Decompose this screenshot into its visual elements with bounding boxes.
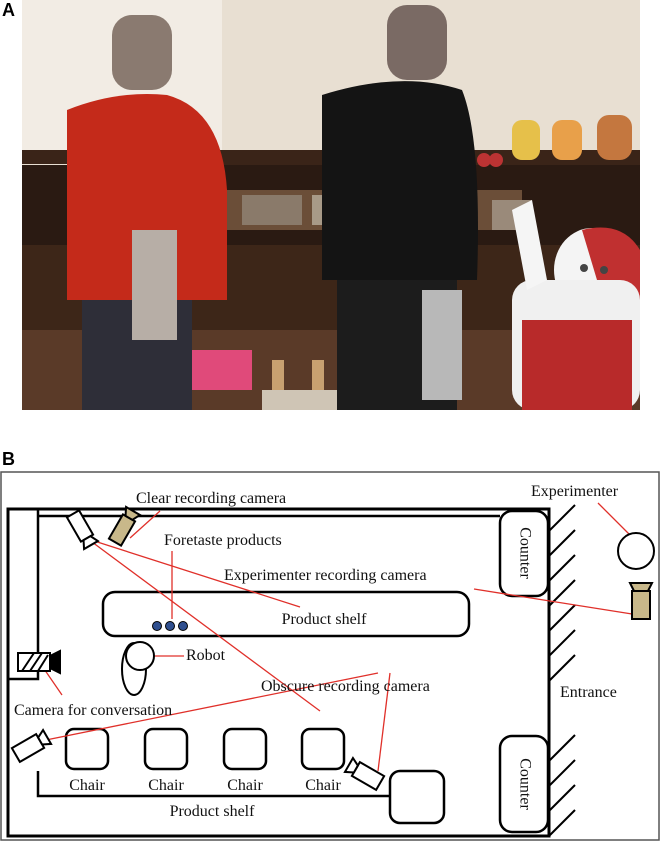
product-shelf-bottom-label: Product shelf [170, 803, 256, 820]
chair-1-label: Chair [69, 777, 105, 794]
experimenter-camera-label: Experimenter recording camera [224, 567, 427, 584]
display-box [388, 769, 446, 825]
panel-b-letter: B [2, 449, 15, 469]
chair-3 [222, 727, 268, 771]
experimenter-camera-icon [628, 582, 654, 620]
store-photo [22, 0, 640, 410]
chair-4 [300, 727, 346, 771]
floor-plan-diagram: Product shelf Product shelf Counter Coun… [0, 471, 660, 841]
counter-top-label: Counter [516, 527, 533, 579]
conversation-camera-icon [17, 649, 61, 675]
obscure-camera-label: Obscure recording camera [261, 678, 430, 695]
chair-3-label: Chair [227, 777, 263, 794]
experimenter-icon [617, 532, 655, 570]
obscure-camera-left-icon [10, 728, 53, 764]
chair-2 [143, 727, 189, 771]
robot-label: Robot [186, 647, 226, 664]
counter-bottom-label: Counter [516, 758, 533, 810]
foretaste-label: Foretaste products [164, 532, 282, 549]
entrance-wall-hatching [548, 504, 576, 837]
chair-1 [64, 727, 110, 771]
entrance-label: Entrance [560, 684, 617, 701]
left-wall-shelf [6, 507, 40, 681]
annotation-lines [35, 502, 633, 772]
diagram-frame [0, 471, 660, 841]
panel-a-letter: A [2, 0, 15, 20]
product-shelf-top-label: Product shelf [282, 611, 368, 628]
robot-icon [121, 641, 155, 696]
chair-4-label: Chair [305, 777, 341, 794]
product-shelf-bottom [36, 771, 390, 798]
foretaste-dot-3 [178, 621, 188, 631]
chairs [64, 727, 346, 771]
clear-camera-label: Clear recording camera [136, 490, 286, 507]
foretaste-dot-1 [152, 621, 162, 631]
product-shelf-top [101, 590, 471, 638]
experimenter-label: Experimenter [531, 483, 619, 500]
clear-recording-camera-icon [65, 505, 142, 551]
chair-2-label: Chair [148, 777, 184, 794]
foretaste-dot-2 [165, 621, 175, 631]
obscure-camera-right-icon [343, 756, 386, 792]
conversation-camera-label: Camera for conversation [14, 702, 172, 719]
